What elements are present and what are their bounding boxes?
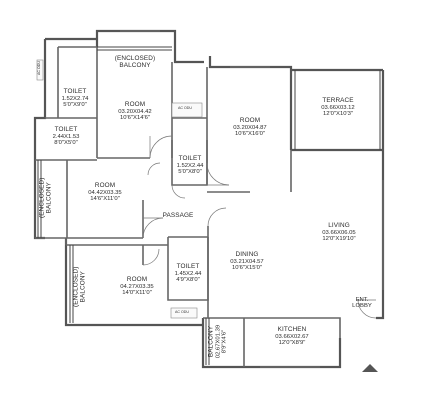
dining-label: DINING 03.21X04.57 10'6"X15'0" [230,251,264,271]
living-label: LIVING 03.66X06.05 12'0"X19'10" [322,222,356,242]
inner-walls [35,46,341,367]
toilet-2-label: TOILET 2.44X1.53 8'0"X5'0" [52,126,80,146]
toilet-3-label: TOILET 1.52X2.44 5'0"X8'0" [176,155,204,175]
toilet-4-label: TOILET 1.45X2.44 4'9"X8'0" [174,263,202,283]
railings [37,46,381,365]
room-3-label: ROOM 04.42X03.35 14'6"X11'0" [88,182,122,202]
enclosed-balcony-left-label: (ENCLOSED) BALCONY [38,177,52,218]
doors [142,135,377,319]
ac-units [36,59,203,319]
room-1-label: ROOM 03.20X04.42 10'6"X14'6" [118,101,152,121]
ac-odu-label: AC ODU [175,310,189,314]
entry-lobby-label: ENT. LOBBY [352,297,372,310]
ac-odu-label: AC ODU [178,106,192,110]
toilet-1-label: TOILET 1.52X2.74 5'0"X9'0" [61,88,89,108]
entry-arrow-icon [362,364,378,372]
enclosed-balcony-top-label: (ENCLOSED) BALCONY [114,55,156,69]
kitchen-label: KITCHEN 03.66X02.67 12'0"X8'9" [275,326,309,346]
room-4-label: ROOM 04.27X03.35 14'0"X11'0" [120,276,154,296]
enclosed-balcony-bottom-label: (ENCLOSED) BALCONY [72,266,86,307]
passage-label: PASSAGE [162,212,194,219]
ac-odu-label: AC ODU [36,61,41,75]
balcony-label: BALCONY 02.67X01.39 8'9"X4'6" [207,324,228,359]
room-2-label: ROOM 03.20X04.87 10'6"X16'0" [233,117,267,137]
terrace-label: TERRACE 03.66X03.12 12'0"X10'3" [321,97,355,117]
windows [120,30,384,368]
